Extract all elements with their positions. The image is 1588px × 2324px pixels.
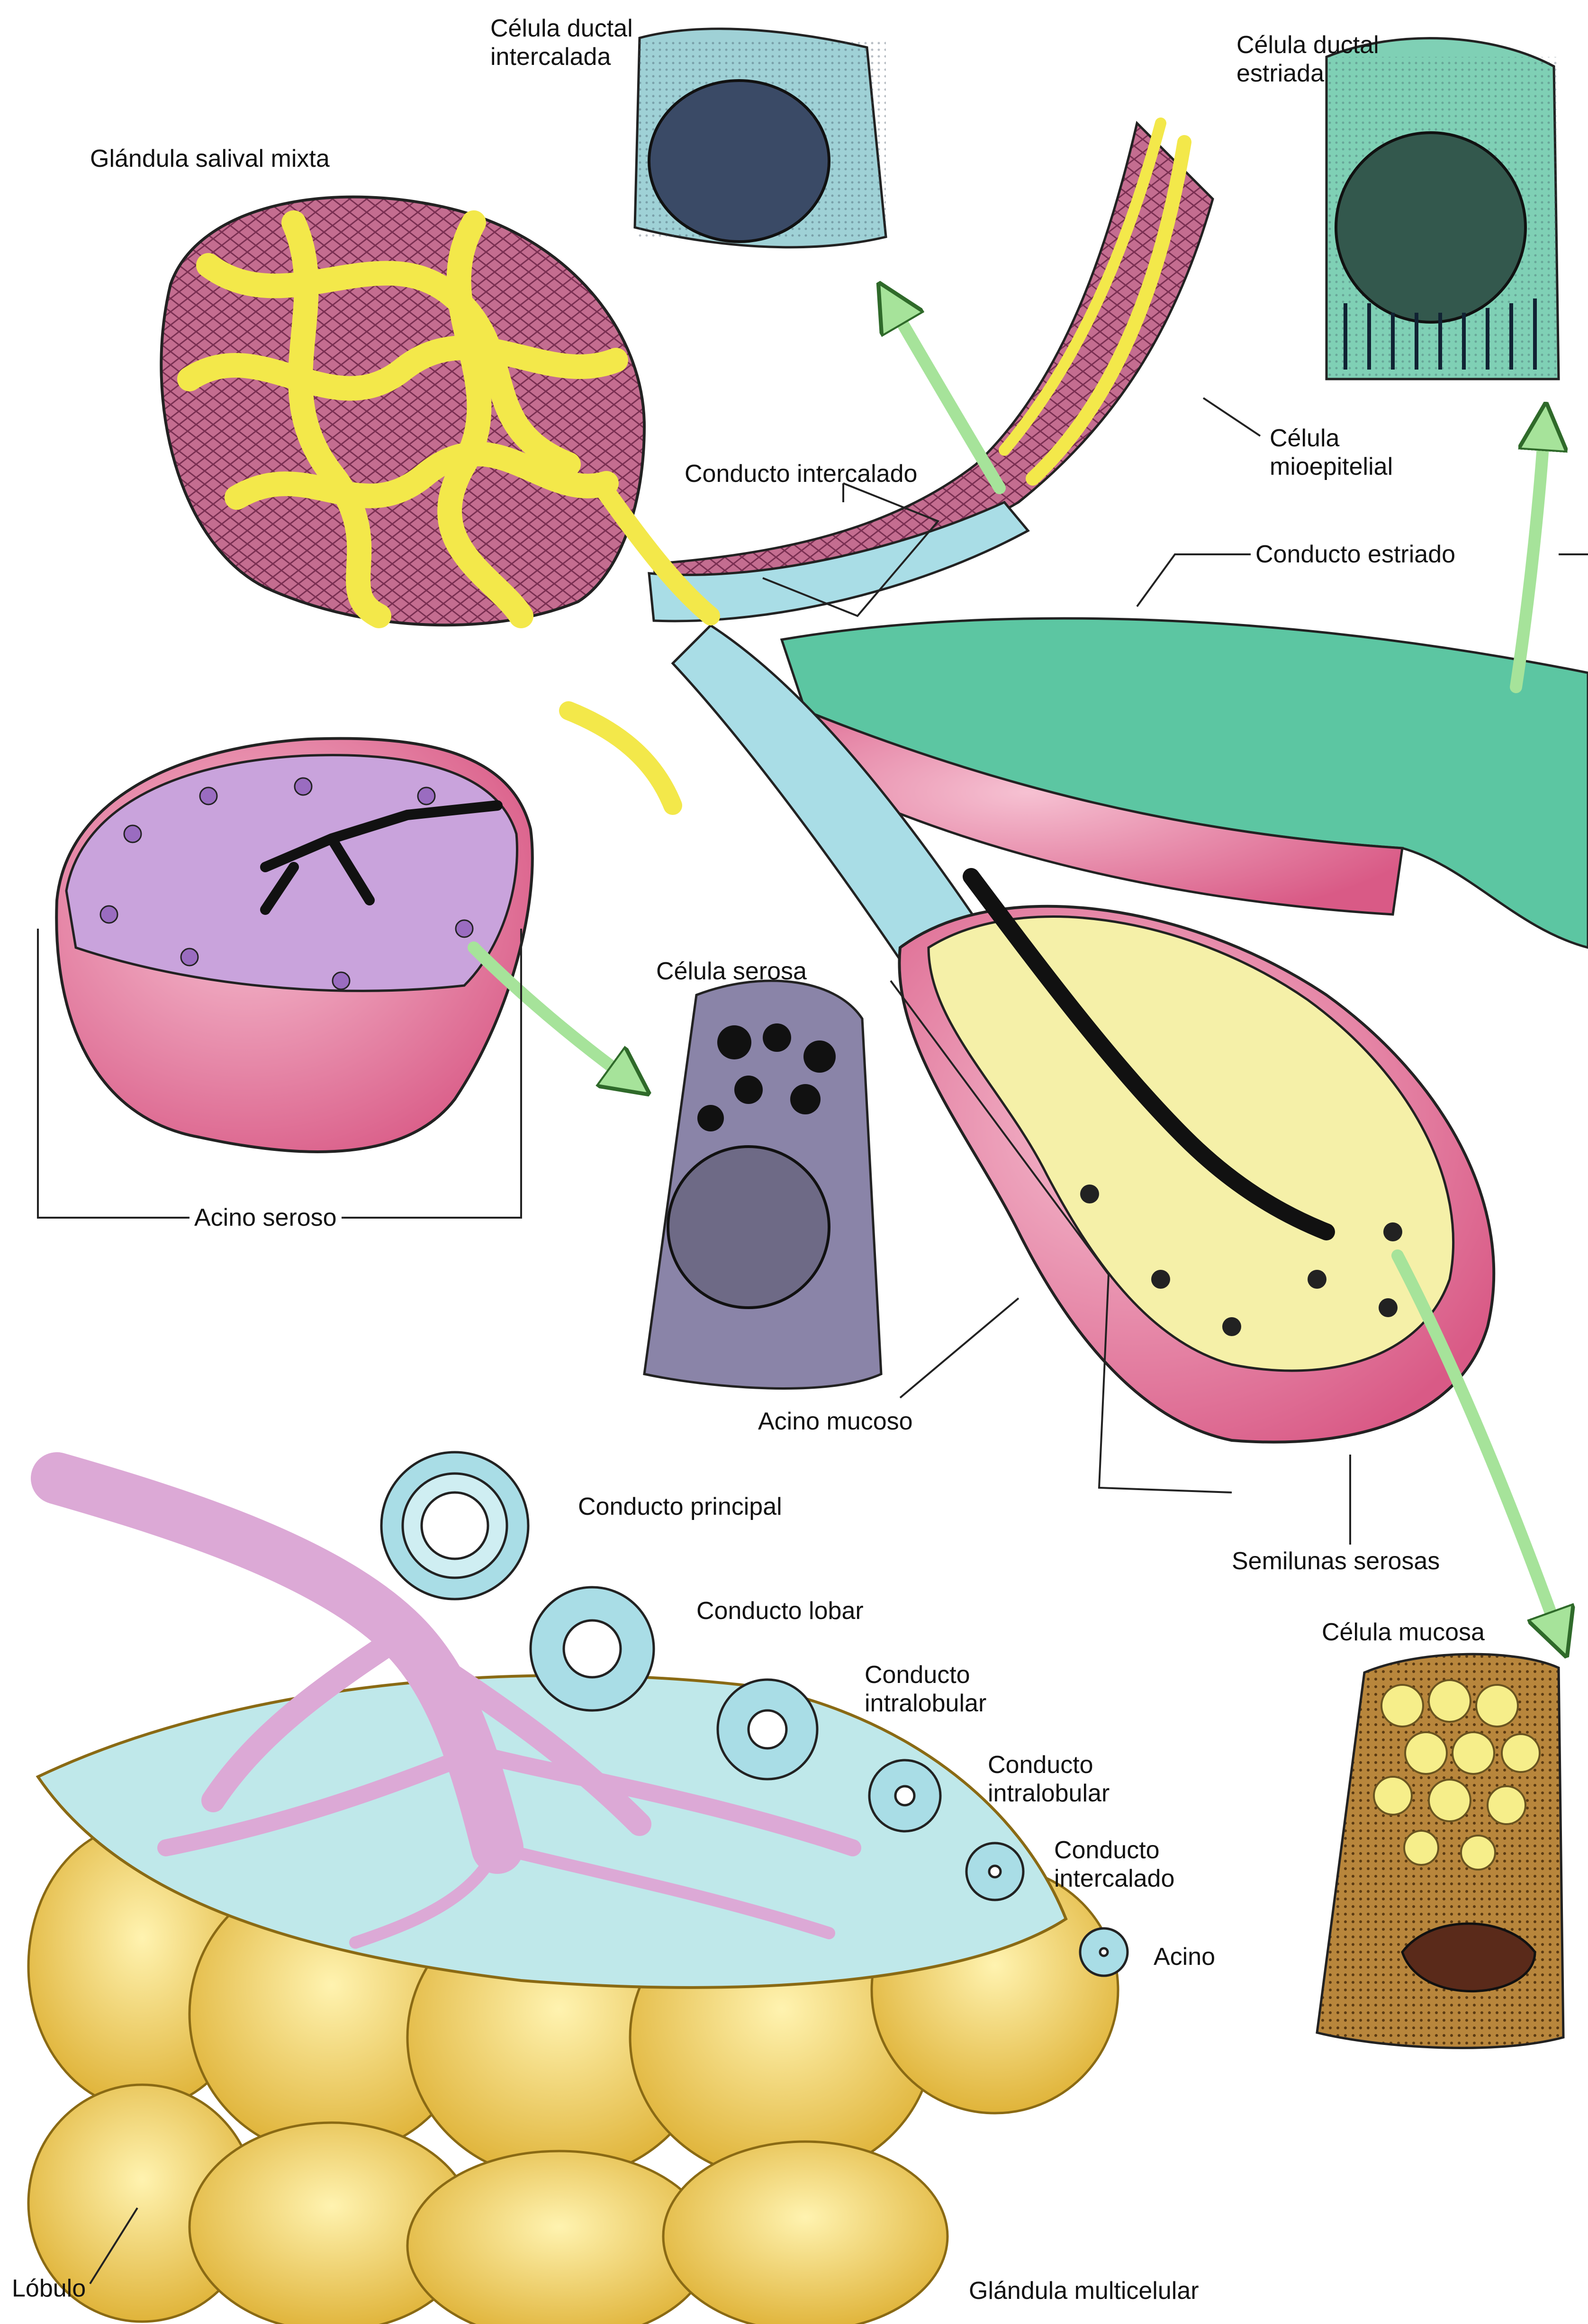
label-lobar-duct: Conducto lobar [696,1597,864,1625]
serous-acinus [56,739,532,1152]
leader-myoepithelial [1203,398,1260,436]
label-intralobular-duct-1-line1: Conducto [865,1661,986,1689]
intercalated-duct-section [966,1843,1023,1900]
lobar-duct-section [531,1587,654,1710]
label-intercalated-duct-cell-line2: intercalada [490,43,633,71]
label-myoepithelial-cell: Célula mioepitelial [1270,424,1393,481]
intercalated-duct-cell-drawing [635,29,886,247]
striated-duct-cell-drawing [1326,38,1559,379]
intralobular-duct-section-1 [718,1680,817,1779]
label-intralobular-duct-2: Conducto intralobular [988,1751,1110,1808]
mixed-gland-tubules [161,197,711,625]
label-myoepithelial-cell-line1: Célula [1270,424,1393,452]
label-multicellular-gland: Glándula multicelular [969,2277,1199,2305]
label-striated-duct-cell-line1: Célula ductal [1236,31,1379,59]
leader-striated-duct [1137,554,1251,606]
label-intralobular-duct-2-line1: Conducto [988,1751,1110,1779]
leader-mucous-acinus [900,1298,1019,1398]
serous-cell-drawing [644,981,881,1388]
label-intercalated-duct-small-line2: intercalado [1054,1864,1174,1893]
label-acinus: Acino [1154,1943,1215,1971]
mucous-acinus [899,877,1494,1442]
label-intralobular-duct-2-line2: intralobular [988,1779,1110,1808]
label-myoepithelial-cell-line2: mioepitelial [1270,452,1393,481]
label-main-duct: Conducto principal [578,1492,782,1521]
label-striated-duct-cell: Célula ductal estriada [1236,31,1379,88]
acinus-section [1080,1928,1128,1976]
label-intralobular-duct-1-line2: intralobular [865,1689,986,1718]
mucous-cell-drawing [1317,1654,1563,2048]
label-striated-duct: Conducto estriado [1255,540,1455,569]
label-intercalated-duct-small-line1: Conducto [1054,1836,1174,1864]
main-duct-section [381,1452,528,1599]
label-striated-duct-cell-line2: estriada [1236,59,1379,88]
label-intercalated-duct-small: Conducto intercalado [1054,1836,1174,1893]
label-serous-cell: Célula serosa [656,957,807,986]
label-mucous-acinus: Acino mucoso [758,1407,913,1436]
label-intercalated-duct-cell-line1: Célula ductal [490,14,633,43]
label-lobule: Lóbulo [12,2274,86,2303]
intralobular-duct-section-2 [869,1760,940,1831]
label-intercalated-duct-cell: Célula ductal intercalada [490,14,633,71]
label-serous-acinus: Acino seroso [189,1203,342,1232]
label-intercalated-duct: Conducto intercalado [685,460,917,488]
label-mucous-cell: Célula mucosa [1322,1618,1485,1646]
arrow-to-striated-cell [1516,426,1544,687]
label-intralobular-duct-1: Conducto intralobular [865,1661,986,1718]
label-serous-demilunes: Semilunas serosas [1232,1547,1440,1575]
label-mixed-gland: Glándula salival mixta [90,145,330,173]
